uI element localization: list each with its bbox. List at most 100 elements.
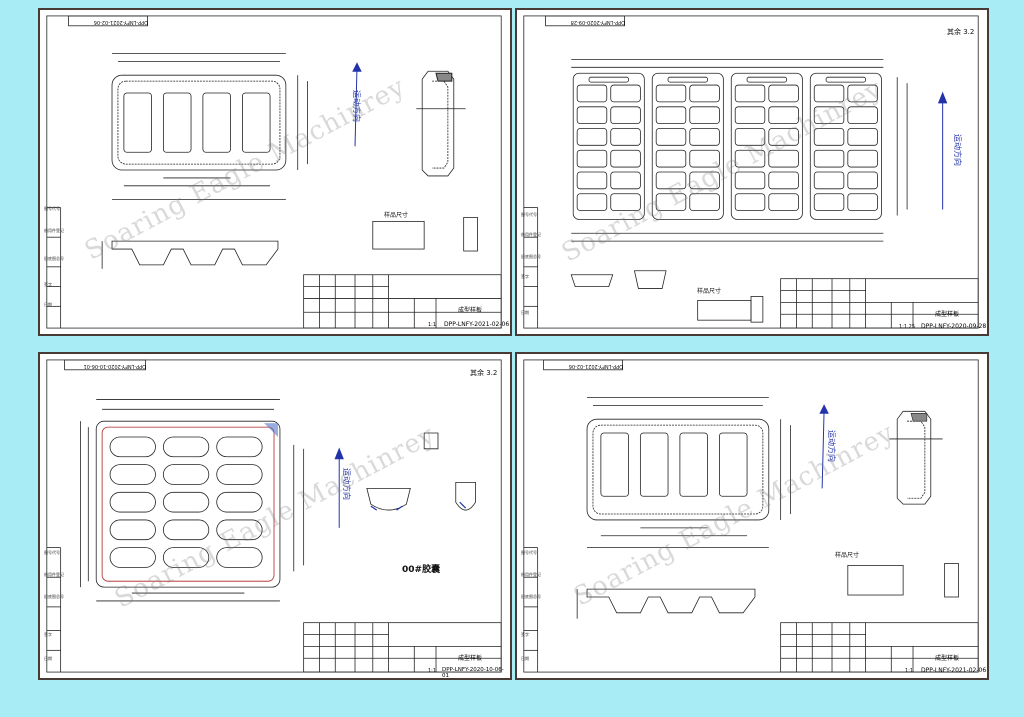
tray-cavity bbox=[689, 84, 720, 103]
tray-cavity bbox=[734, 171, 766, 190]
tray-cavity bbox=[655, 84, 687, 103]
sheet-4-scale: 1:1 bbox=[905, 668, 914, 674]
sheet-2-scale: 1:1.25 bbox=[899, 324, 915, 330]
sheet-1-side-label-1: 借用件登记 bbox=[44, 228, 64, 233]
sheet-1-title-name: 成型样板 bbox=[458, 307, 483, 314]
sheet-2-side-label-1: 借用件登记 bbox=[521, 232, 541, 237]
sheet-3-code: DPP-LNFY-2020-10-06-01 bbox=[442, 667, 504, 679]
tray-cavity bbox=[689, 128, 720, 146]
sheet-2-sample-label: 样品尺寸 bbox=[697, 288, 722, 295]
tray-cavity bbox=[689, 106, 720, 124]
capsule-cavity bbox=[109, 491, 156, 513]
tray-cavity bbox=[655, 149, 687, 168]
tray-outline bbox=[572, 72, 645, 220]
capsule-cavity bbox=[109, 547, 156, 568]
sheet-3-side-label-0: 图号代号 bbox=[44, 550, 60, 555]
tray-outline bbox=[809, 72, 882, 220]
tray-cavity bbox=[610, 149, 641, 168]
tray-cavity bbox=[813, 84, 845, 103]
tray-outline bbox=[651, 72, 724, 220]
sheet-4-motion-label: 运动方向 bbox=[826, 430, 837, 462]
tray-cavity bbox=[734, 84, 766, 103]
tray-cavity bbox=[813, 171, 845, 190]
tray-cavity bbox=[734, 128, 766, 146]
sheet-3-capsules bbox=[109, 436, 263, 568]
sheet-2-side-label-3: 签字 bbox=[521, 274, 529, 279]
tray-cavity bbox=[813, 106, 845, 124]
sheet-2-code: DPP-LNFY-2020-09-28 bbox=[921, 323, 987, 330]
sheet-1-code-flipped: DPP-LNFY-2021-02-06 bbox=[93, 19, 148, 25]
tray-cavity bbox=[813, 128, 845, 146]
tray-slot bbox=[825, 76, 866, 83]
capsule-cavity bbox=[216, 436, 263, 458]
sheet-2-motion-text: 运动方向 bbox=[953, 134, 962, 166]
capsule-cavity bbox=[216, 464, 263, 485]
sheet-1-motion-label: 运动方向 bbox=[351, 90, 362, 122]
sheet-4-motion-text: 运动方向 bbox=[827, 430, 836, 462]
sheet-1-sample-label: 样品尺寸 bbox=[384, 212, 409, 219]
tray-cavity bbox=[768, 106, 799, 124]
sheet-1-scale: 1:1 bbox=[428, 322, 437, 328]
sheet-2-drawing bbox=[523, 15, 979, 329]
sheet-4-drawing bbox=[523, 359, 979, 673]
capsule-cavity bbox=[162, 436, 210, 458]
tray-cavity bbox=[689, 171, 720, 190]
tray-cavity bbox=[655, 171, 687, 190]
tray-cavity bbox=[689, 193, 720, 211]
sheet-3-side-label-4: 日期 bbox=[44, 656, 52, 661]
sheet-1-side-label-2: 旧底图总号 bbox=[44, 256, 64, 261]
tray-cavity bbox=[847, 84, 878, 103]
sheet-3-motion-text: 运动方向 bbox=[342, 468, 351, 500]
sheet-4-title-name: 成型样板 bbox=[935, 655, 960, 662]
sheet-4-side-label-1: 借用件登记 bbox=[521, 572, 541, 577]
tray-cavity bbox=[655, 128, 687, 146]
tray-cavity bbox=[768, 171, 799, 190]
capsule-cavity bbox=[216, 491, 263, 513]
tray-cavity bbox=[689, 149, 720, 168]
drawing-sheet-2: DPP-LNFY-2020-09-28 其余 3.2 运动方向 样品尺寸 成型样… bbox=[515, 8, 989, 336]
sheet-3-side-label-2: 旧底图总号 bbox=[44, 594, 64, 599]
tray-cavity bbox=[734, 106, 766, 124]
sheet-4-code: DPP-LNFY-2021-02-06 bbox=[921, 667, 987, 674]
sheet-1-motion-text: 运动方向 bbox=[352, 90, 361, 122]
sheet-3-title-name: 成型样板 bbox=[458, 655, 483, 662]
tray-cavity bbox=[813, 149, 845, 168]
sheet-1-drawing bbox=[46, 15, 502, 329]
drawing-sheet-1: DPP-LNFY-2021-02-06 运动方向 样品尺寸 成型样板 1:1 D… bbox=[38, 8, 512, 336]
capsule-cavity bbox=[216, 519, 263, 541]
sheet-4-side-label-0: 图号代号 bbox=[521, 550, 537, 555]
sheet-4-side-label-3: 签字 bbox=[521, 632, 529, 637]
tray-cavity bbox=[768, 193, 799, 211]
capsule-cavity bbox=[216, 547, 263, 568]
tray-cavity bbox=[576, 193, 608, 211]
capsule-cavity bbox=[162, 464, 210, 485]
tray-cavity bbox=[610, 193, 641, 211]
capsule-cavity bbox=[162, 519, 210, 541]
tray-cavity bbox=[734, 149, 766, 168]
drawing-sheet-4: DPP-LNFY-2021-02-06 运动方向 样品尺寸 成型样板 1:1 D… bbox=[515, 352, 989, 680]
capsule-cavity bbox=[109, 464, 156, 485]
sheet-4-sample-label: 样品尺寸 bbox=[835, 552, 860, 559]
capsule-cavity bbox=[162, 491, 210, 513]
sheet-1-side-label-0: 图号代号 bbox=[44, 206, 60, 211]
sheet-2-motion-label: 运动方向 bbox=[952, 134, 963, 166]
capsule-cavity bbox=[109, 436, 156, 458]
sheet-3-corner-mark bbox=[264, 423, 278, 437]
sheet-3-motion-label: 运动方向 bbox=[341, 468, 352, 500]
tray-slot bbox=[746, 76, 787, 83]
sheet-2-title-name: 成型样板 bbox=[935, 311, 960, 318]
sheet-1-code: DPP-LNFY-2021-02-06 bbox=[444, 321, 510, 328]
tray-cavity bbox=[576, 106, 608, 124]
sheet-1-side-label-3: 签字 bbox=[44, 282, 52, 287]
tray-cavity bbox=[576, 149, 608, 168]
sheet-3-side-label-3: 签字 bbox=[44, 632, 52, 637]
capsule-cavity bbox=[109, 519, 156, 541]
tray-cavity bbox=[768, 149, 799, 168]
sheet-4-code-flipped: DPP-LNFY-2021-02-06 bbox=[568, 363, 623, 369]
tray-cavity bbox=[610, 84, 641, 103]
tray-cavity bbox=[576, 128, 608, 146]
tray-cavity bbox=[847, 193, 878, 211]
tray-cavity bbox=[610, 106, 641, 124]
tray-cavity bbox=[734, 193, 766, 211]
tray-cavity bbox=[655, 193, 687, 211]
